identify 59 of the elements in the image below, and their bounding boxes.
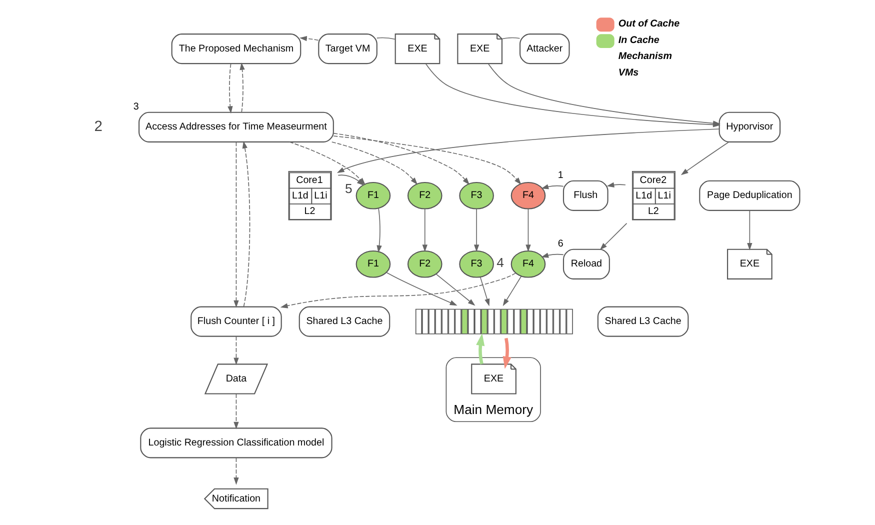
- edge-label: 4: [496, 254, 504, 270]
- node-ellipse: F4: [510, 182, 546, 210]
- legend-label: VMs: [618, 68, 638, 79]
- node-box: Shared L3 Cache: [298, 306, 390, 337]
- node-box: Flush: [562, 180, 608, 211]
- node-ellipse: F3: [458, 250, 494, 278]
- arrow: [680, 142, 729, 176]
- arrow: [488, 64, 720, 126]
- legend-label: Out of Cache: [618, 18, 680, 30]
- legend-label: In Cache: [618, 34, 659, 46]
- arrow: [502, 338, 511, 369]
- node-label: 1: [557, 170, 563, 182]
- node-ellipse: F3: [458, 182, 494, 210]
- arrow: [540, 184, 564, 190]
- arrow: [233, 142, 238, 308]
- node-ellipse: F2: [406, 250, 442, 278]
- arrow: [239, 62, 244, 113]
- arrow: [540, 252, 564, 258]
- arrow: [233, 336, 238, 366]
- arrow: [525, 208, 530, 252]
- arrow: [280, 272, 516, 308]
- arrow: [233, 458, 238, 485]
- node-box: Shared L3 Cache: [596, 306, 688, 337]
- arrow: [479, 276, 490, 306]
- node-ellipse: F4: [510, 250, 546, 278]
- arrow: [298, 36, 318, 42]
- arrow: [336, 128, 720, 173]
- arrow: [599, 222, 627, 250]
- arrow: [476, 333, 484, 364]
- connector: [501, 37, 520, 40]
- arrow: [746, 210, 752, 250]
- arrow: [473, 208, 479, 252]
- node-box: The Proposed Mechanism: [170, 34, 301, 64]
- edge-label: 5: [344, 181, 352, 196]
- legend-label: Mechanism: [618, 51, 672, 62]
- arrow: [376, 208, 382, 253]
- arrow: [242, 140, 250, 307]
- arrow: [233, 394, 238, 430]
- node-box: Logistic Regression Classification model: [140, 428, 332, 458]
- node-ellipse: F2: [406, 182, 442, 210]
- node-box: Page Deduplication: [698, 180, 800, 211]
- arrow: [502, 276, 522, 306]
- node-box: Access Addresses for Time Measeurment: [138, 112, 334, 142]
- node-ellipse: F1: [355, 250, 390, 278]
- node-label: 6: [557, 238, 563, 250]
- node-label: 3: [132, 102, 138, 113]
- connector: [376, 37, 396, 40]
- node-box: Reload: [562, 248, 610, 280]
- node-box: Flush Counter [ i ]: [190, 306, 282, 337]
- node-box: Attacker: [518, 34, 570, 64]
- node-ellipse: F1: [355, 182, 390, 210]
- arrow: [606, 182, 626, 188]
- node-box: Target VM: [318, 34, 377, 64]
- arrow: [385, 272, 457, 306]
- node-box: Hyporvisor: [718, 112, 780, 142]
- arrow: [422, 208, 427, 252]
- arrow: [227, 63, 232, 114]
- arrow: [435, 274, 475, 306]
- label: 2: [94, 118, 102, 135]
